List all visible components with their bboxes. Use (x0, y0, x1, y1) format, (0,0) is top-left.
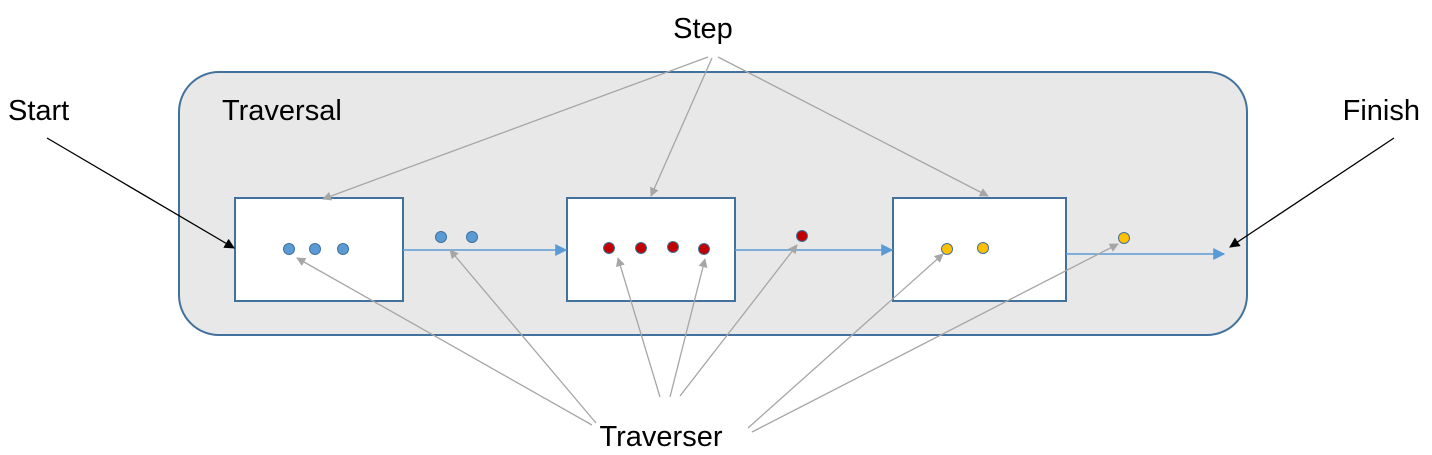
traverser (435, 231, 447, 243)
traverser (667, 241, 679, 253)
traverser (977, 242, 989, 254)
step-1-traversers (283, 243, 349, 255)
traverser-label: Traverser (600, 421, 723, 453)
transit-1-traversers (435, 231, 478, 243)
traverser (283, 243, 295, 255)
traverser (796, 230, 808, 242)
traversal-label: Traversal (222, 95, 342, 127)
traverser-pointer-arrow (449, 249, 597, 424)
traverser (466, 231, 478, 243)
step-pointer-arrow (322, 56, 709, 201)
traverser-pointer-arrow (747, 253, 944, 429)
start-label: Start (8, 95, 69, 127)
step-2-traversers (603, 241, 710, 255)
traverser-pointer-arrow (669, 258, 708, 398)
step-3-traversers (941, 242, 989, 255)
traverser-pointer-arrow (616, 257, 661, 398)
traverser (1118, 232, 1130, 244)
step-pointer-arrow (717, 56, 989, 197)
traverser (941, 243, 953, 255)
traverser (603, 242, 615, 254)
transit-3-traversers (1118, 232, 1130, 244)
transit-2-traversers (796, 230, 808, 242)
step-label: Step (673, 13, 733, 45)
traverser (635, 242, 647, 254)
traverser-pointer-arrow (751, 243, 1119, 433)
traverser-pointer-arrow (296, 257, 593, 426)
traverser (337, 243, 349, 255)
start-arrow (46, 137, 235, 249)
step-pointer-arrow (650, 57, 713, 197)
traverser-pointers (296, 243, 1119, 433)
finish-label: Finish (1343, 95, 1420, 127)
traverser (309, 243, 321, 255)
traverser (698, 243, 710, 255)
finish-arrow (1229, 137, 1395, 248)
traverser-pointer-arrow (679, 244, 798, 397)
step-pointers (322, 56, 989, 201)
